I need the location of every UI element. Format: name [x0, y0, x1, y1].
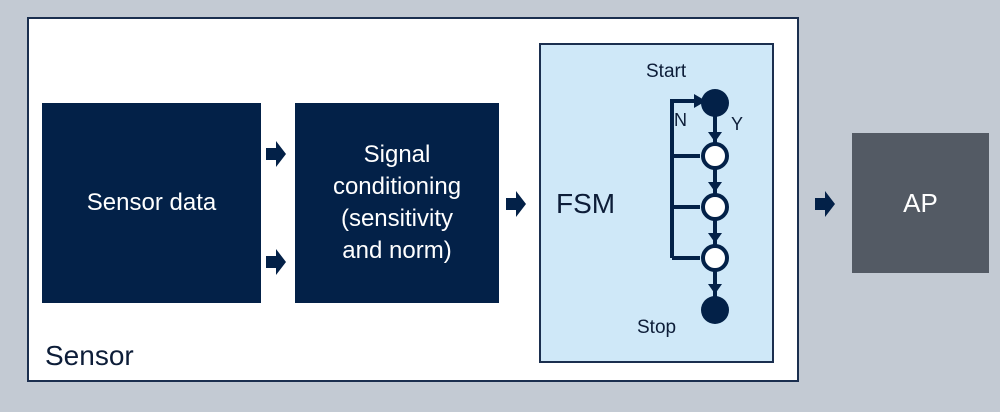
arrow-right-icon: [266, 141, 286, 167]
fsm-feedback-line: [670, 99, 700, 260]
arrow-right-icon: [266, 249, 286, 275]
arrow-right-icon: [815, 191, 835, 217]
ap-block: AP: [852, 133, 989, 273]
signal-conditioning-line: Signal: [363, 141, 431, 168]
fsm-state: [701, 142, 729, 170]
fsm-yes-label: Y: [731, 114, 744, 134]
ap-label: AP: [903, 187, 938, 218]
fsm-block: [539, 43, 774, 363]
fsm-label: FSM: [556, 188, 616, 219]
sensor-data-block: Sensor data: [42, 103, 261, 303]
arrow-head-icon: [708, 284, 722, 294]
fsm-stop-label: Stop: [637, 317, 677, 338]
signal-conditioning-line: and norm): [342, 237, 452, 264]
arrow-head-icon: [708, 132, 722, 142]
arrow-head-icon: [694, 94, 706, 108]
sensor-data-label: Sensor data: [86, 189, 217, 216]
arrow-head-icon: [708, 182, 722, 192]
fsm-no-label: N: [674, 110, 687, 130]
arrow-head-icon: [708, 233, 722, 243]
signal-conditioning-line: (sensitivity: [340, 205, 453, 232]
arrow-right-icon: [506, 191, 526, 217]
fsm-stop-state: [701, 296, 729, 324]
fsm-state: [701, 244, 729, 272]
fsm-start-label: Start: [646, 61, 687, 82]
sensor-container-label: Sensor: [45, 340, 134, 371]
fsm-start-state: [701, 89, 729, 117]
signal-conditioning-line: conditioning: [332, 173, 462, 200]
fsm-state: [701, 193, 729, 221]
signal-conditioning-block: Signal conditioning (sensitivity and nor…: [295, 103, 499, 303]
